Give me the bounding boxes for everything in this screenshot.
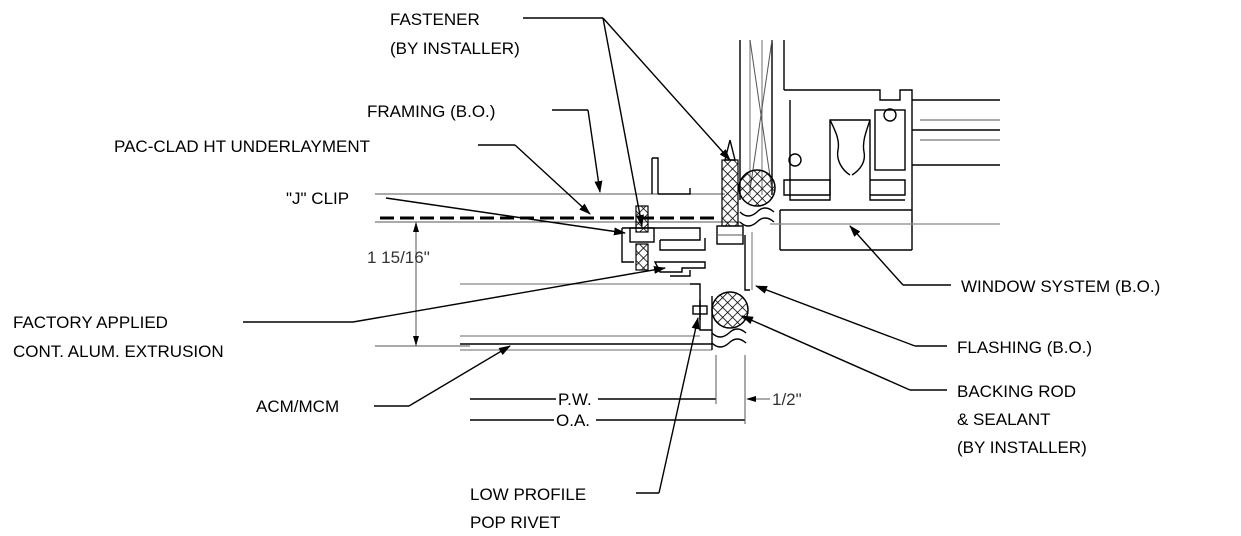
dimension-height-text: 1 15/16" bbox=[367, 248, 430, 267]
acm-panel bbox=[460, 283, 713, 351]
backing-rod-upper bbox=[738, 169, 776, 227]
label-backing-2: & SEALANT bbox=[957, 410, 1051, 429]
flashing bbox=[744, 232, 753, 291]
label-extrusion-2: CONT. ALUM. EXTRUSION bbox=[13, 342, 224, 361]
j-clip-fastener bbox=[629, 205, 655, 271]
backing-rod-lower bbox=[711, 291, 749, 348]
label-backing-1: BACKING ROD bbox=[957, 382, 1076, 401]
dimension-joint-text: 1/2" bbox=[772, 390, 802, 409]
label-window: WINDOW SYSTEM (B.O.) bbox=[961, 277, 1160, 296]
callout-labels: FASTENER (BY INSTALLER) FRAMING (B.O.) P… bbox=[13, 10, 1160, 532]
label-rivet-2: POP RIVET bbox=[470, 513, 560, 532]
dimension-pw-text: P.W. bbox=[558, 390, 592, 409]
label-underlayment: PAC-CLAD HT UNDERLAYMENT bbox=[114, 137, 370, 156]
label-framing: FRAMING (B.O.) bbox=[367, 102, 495, 121]
label-extrusion-1: FACTORY APPLIED bbox=[13, 313, 168, 332]
label-j-clip: "J" CLIP bbox=[286, 189, 349, 208]
label-fastener-1: FASTENER bbox=[390, 10, 480, 29]
label-rivet-1: LOW PROFILE bbox=[470, 485, 586, 504]
framing bbox=[375, 157, 740, 223]
label-backing-3: (BY INSTALLER) bbox=[957, 438, 1087, 457]
dimension-pw-oa: P.W. O.A. 1/2" bbox=[470, 355, 802, 430]
window-system bbox=[739, 39, 1000, 251]
dimension-height: 1 15/16" bbox=[367, 221, 470, 347]
j-clip bbox=[621, 227, 706, 263]
leader-lines bbox=[243, 17, 951, 494]
dimension-oa-text: O.A. bbox=[556, 411, 590, 430]
label-flashing: FLASHING (B.O.) bbox=[957, 338, 1092, 357]
label-fastener-2: (BY INSTALLER) bbox=[390, 39, 520, 58]
label-acm: ACM/MCM bbox=[256, 397, 339, 416]
